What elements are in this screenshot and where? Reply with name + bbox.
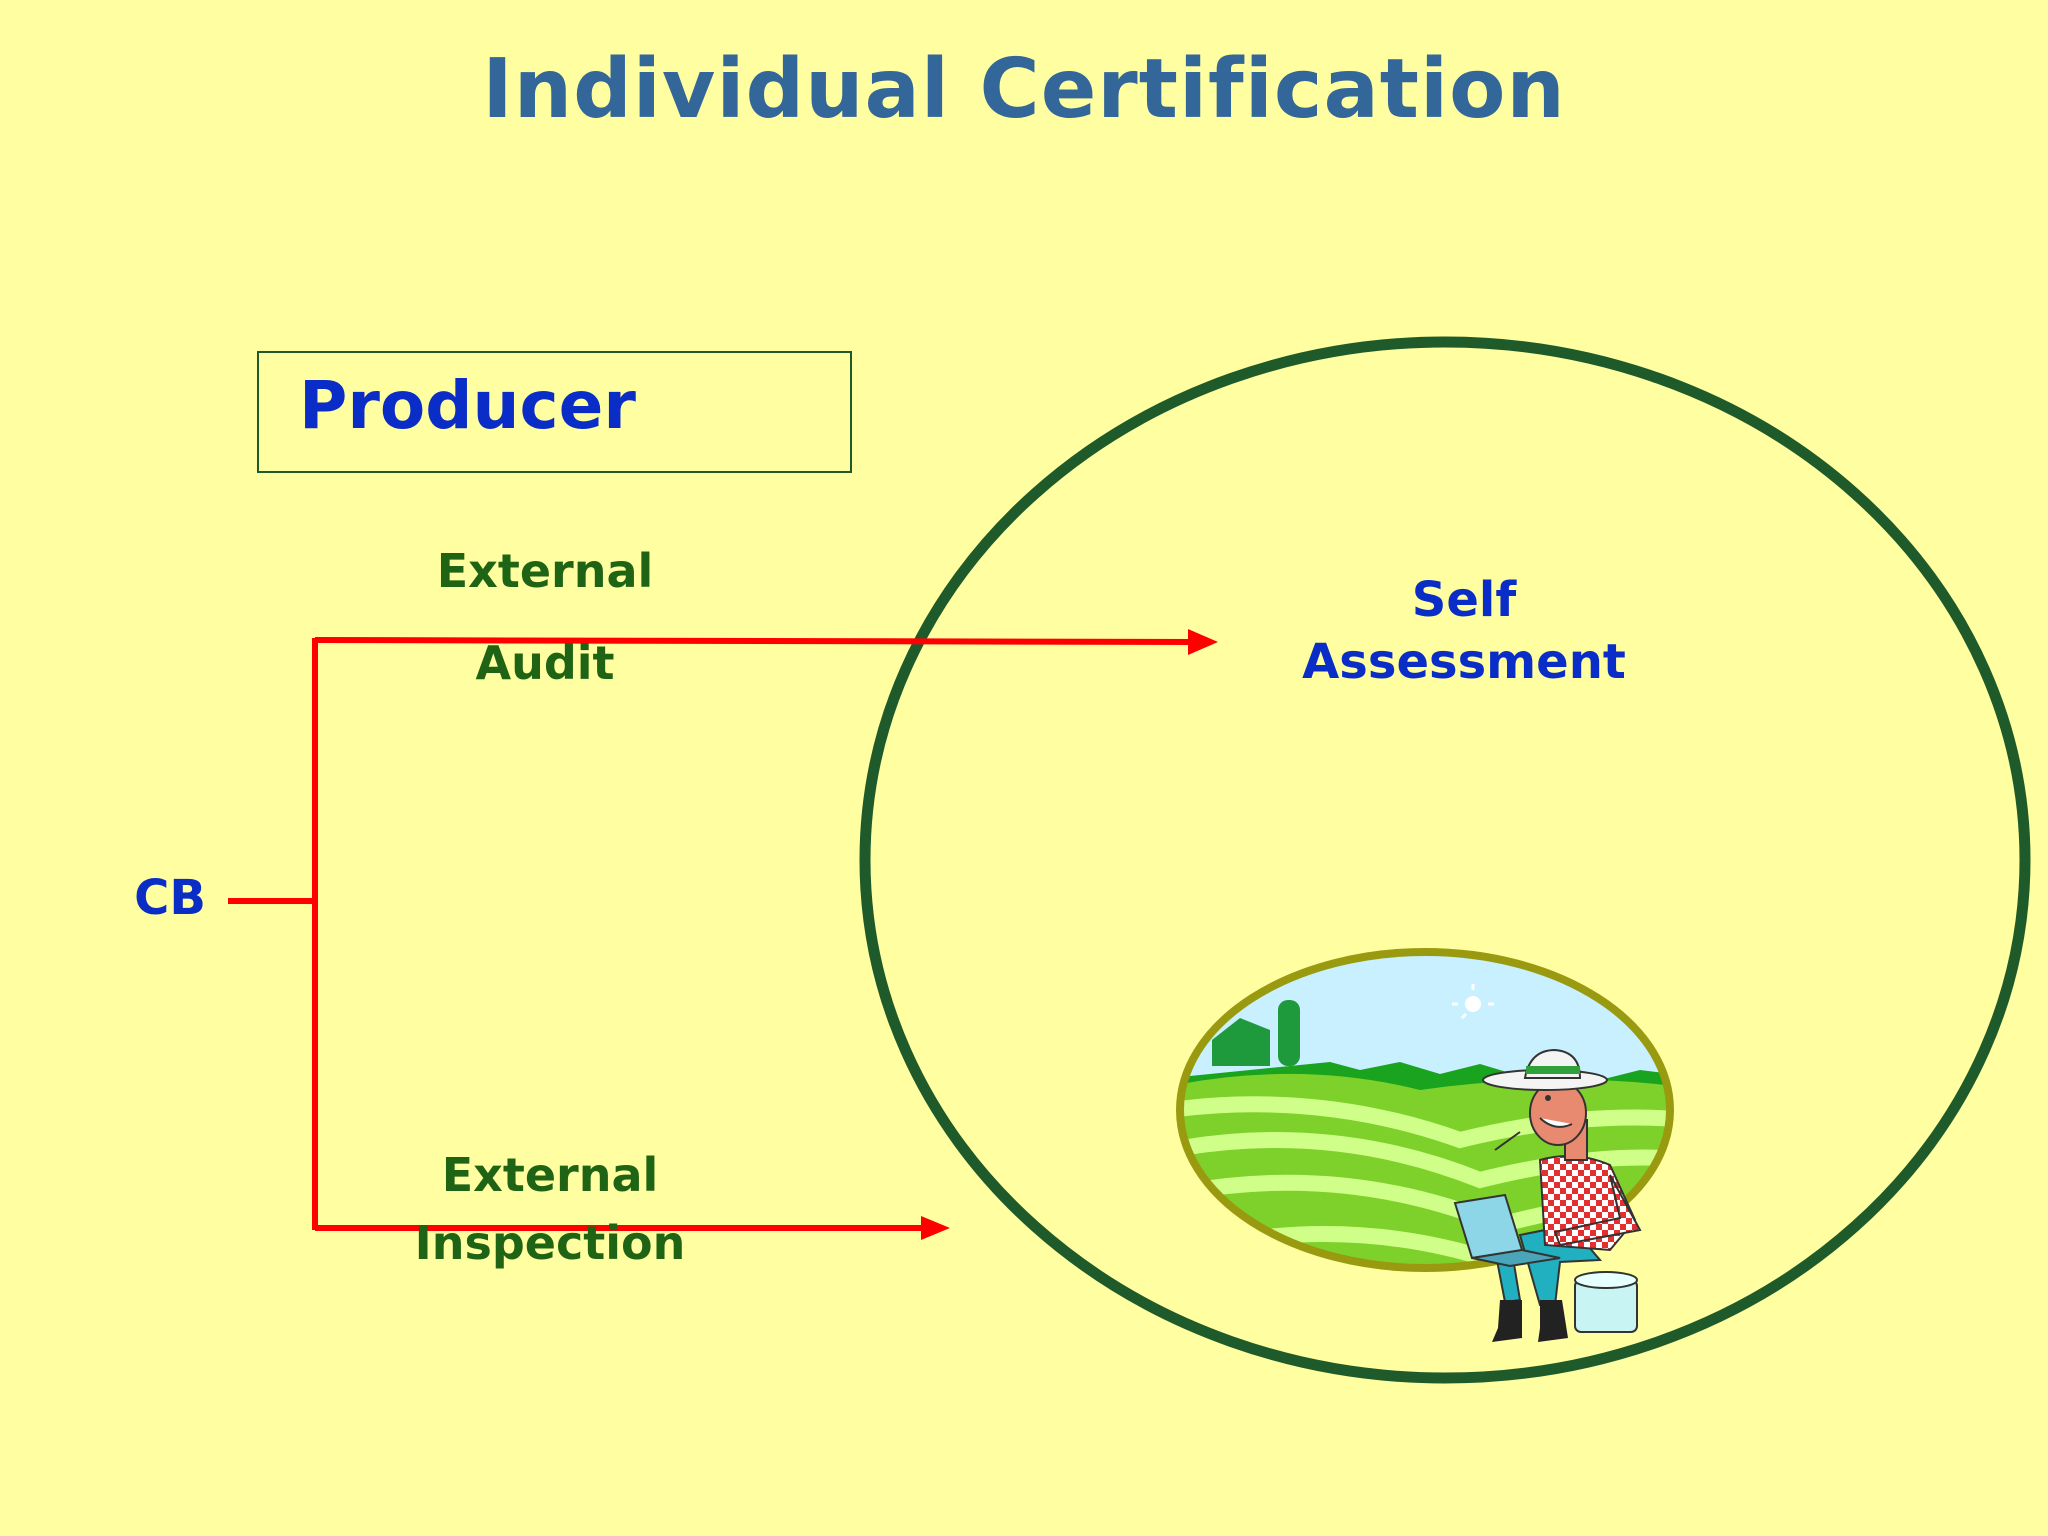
external-audit-line2: Audit <box>475 636 615 690</box>
inspection-arrow <box>315 1216 950 1240</box>
cb-label: CB <box>134 870 206 926</box>
audit-arrow <box>314 629 1218 655</box>
producer-box: Producer <box>257 351 852 473</box>
external-audit-line1: External <box>436 544 654 598</box>
external-inspection-line2: Inspection <box>414 1216 686 1270</box>
self-assessment-line2: Assessment <box>1302 634 1626 690</box>
page-title: Individual Certification <box>482 42 1566 137</box>
external-inspection-line1: External <box>441 1148 659 1202</box>
producer-circle <box>859 336 2031 1384</box>
farmer-with-laptop-icon <box>1176 948 1674 1342</box>
producer-label: Producer <box>299 367 636 444</box>
self-assessment-line1: Self <box>1411 572 1517 628</box>
